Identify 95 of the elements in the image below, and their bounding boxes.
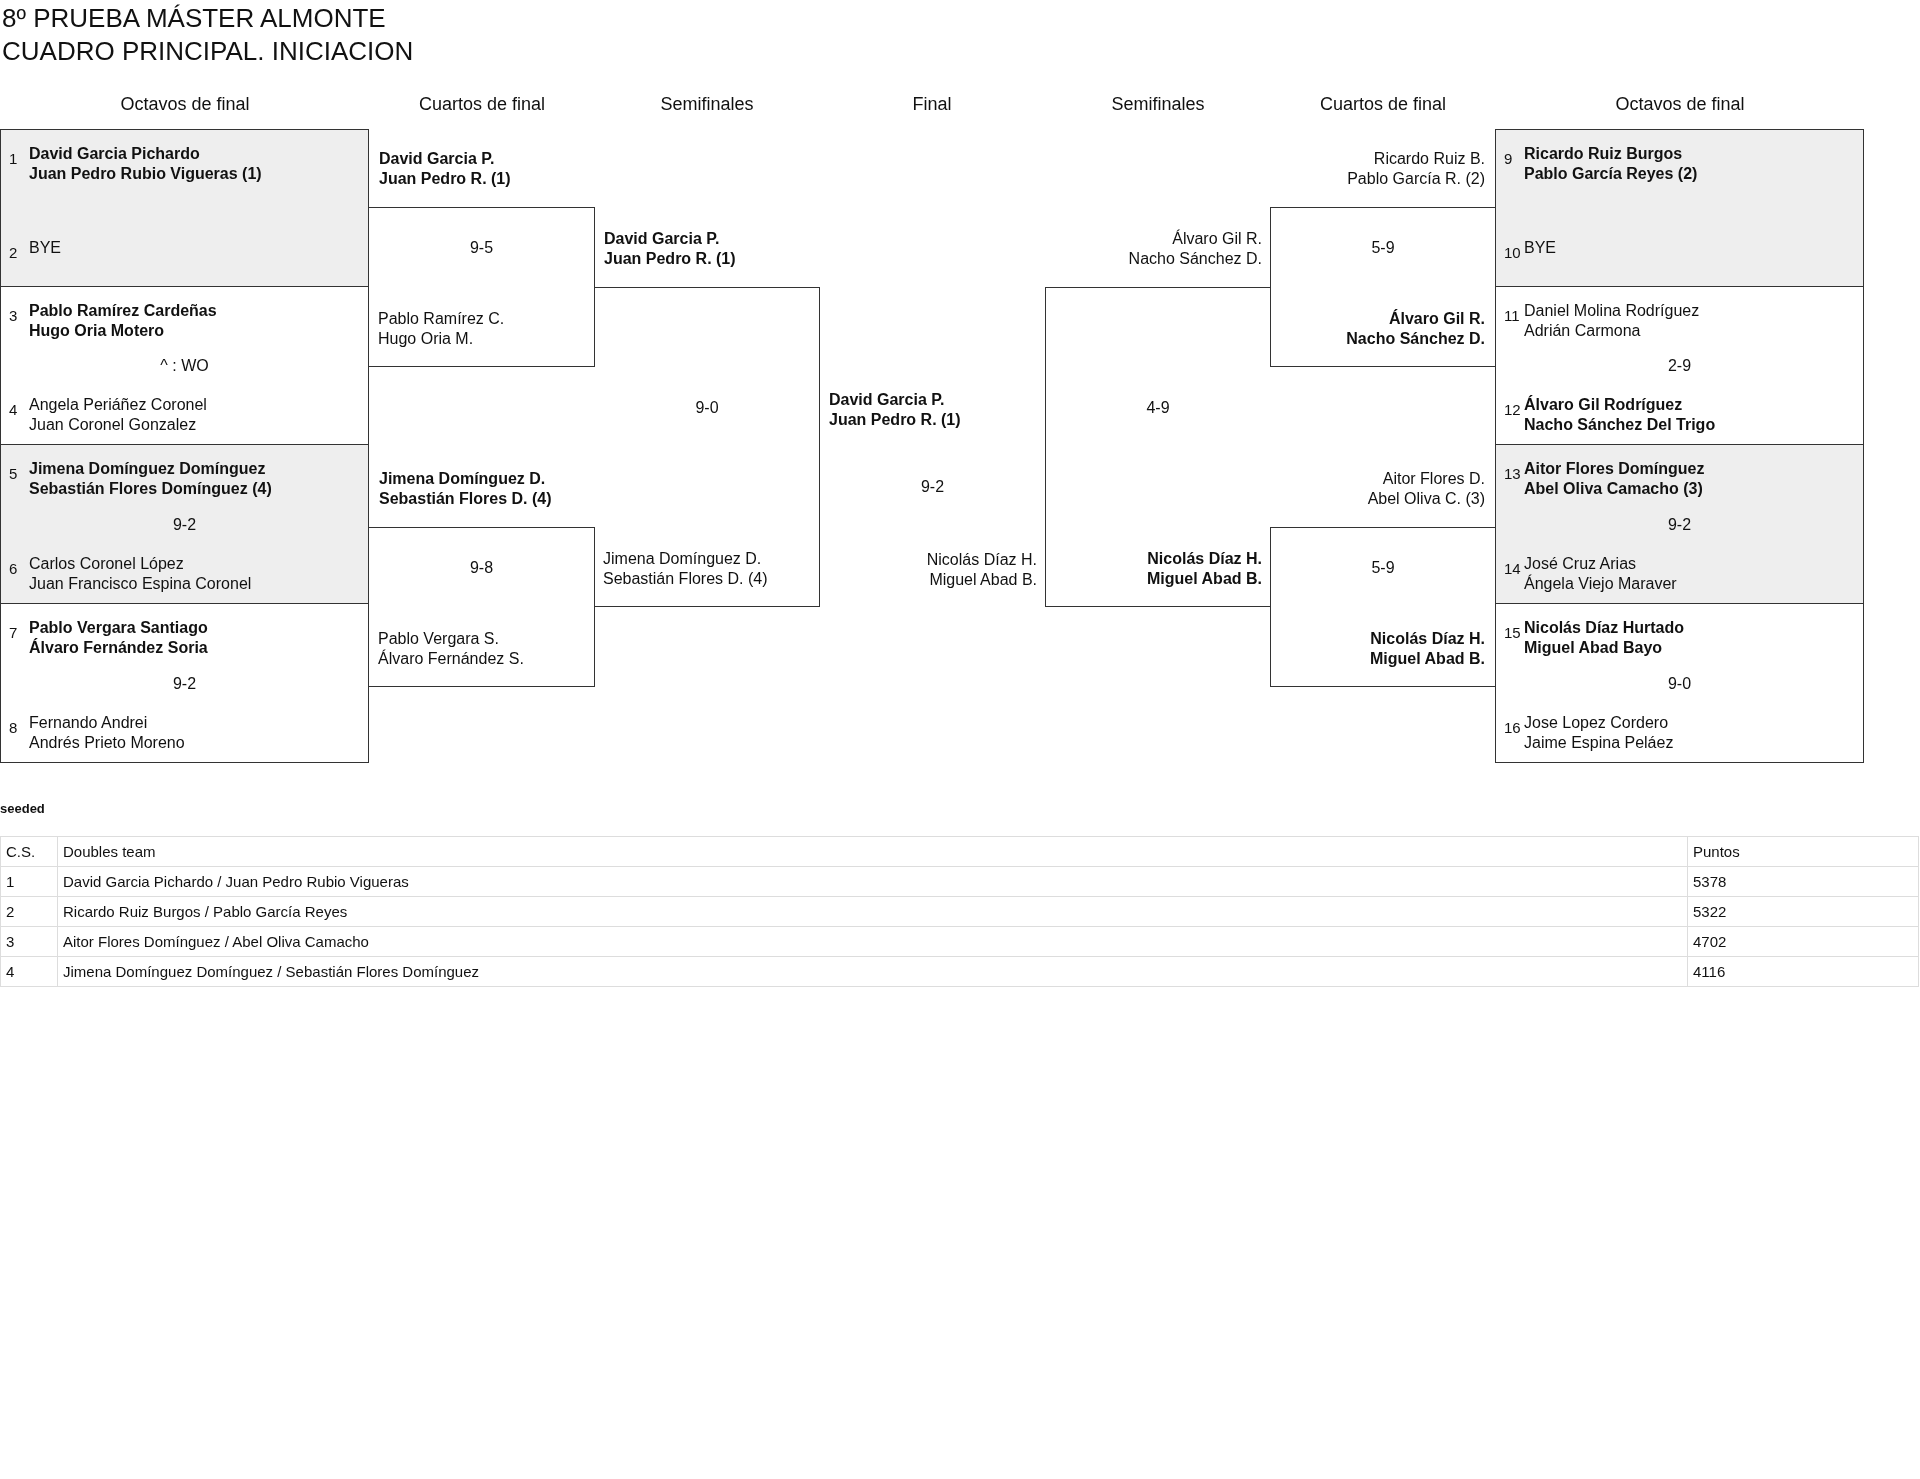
team-entry: Nicolás Díaz Hurtado Miguel Abad Bayo — [1524, 618, 1685, 658]
table-cell: 4116 — [1687, 956, 1919, 987]
team-entry: BYE — [29, 238, 61, 258]
score-text: 5-9 — [1370, 558, 1396, 578]
seed-number: 3 — [9, 307, 18, 324]
score-text: 9-0 — [694, 398, 720, 418]
match-box — [0, 604, 369, 763]
round-header: Semifinales — [1110, 94, 1206, 115]
team-entry: Jimena Domínguez D. Sebastián Flores D. (4) — [603, 549, 818, 589]
team-entry: Pablo Ramírez C. Hugo Oria M. — [378, 309, 593, 349]
seed-number: 8 — [9, 719, 18, 736]
table-header: Doubles team — [57, 836, 1688, 867]
score-text: 9-2 — [171, 673, 198, 694]
round-header: Octavos de final — [119, 94, 251, 115]
score-text: 2-9 — [1666, 356, 1693, 376]
team-entry: Ricardo Ruiz B. Pablo García R. (2) — [1265, 149, 1485, 189]
seed-number: 1 — [9, 150, 18, 167]
score-text: 9-2 — [171, 514, 198, 535]
team-entry: Nicolás Díaz H. Miguel Abad B. — [1040, 549, 1262, 589]
team-entry: Jose Lopez Cordero Jaime Espina Peláez — [1524, 713, 1674, 753]
table-cell: 3 — [0, 926, 58, 957]
seed-number: 10 — [1504, 244, 1521, 261]
round-header: Cuartos de final — [1318, 94, 1448, 115]
table-cell: 2 — [0, 896, 58, 927]
match-box — [0, 287, 369, 445]
team-entry: Álvaro Gil Rodríguez Nacho Sánchez Del Trigo — [1524, 395, 1716, 435]
seed-number: 2 — [9, 244, 18, 261]
table-cell: Jimena Domínguez Domínguez / Sebastián Flores Domínguez — [57, 956, 1688, 987]
team-entry: David Garcia Pichardo Juan Pedro Rubio Vigueras (1) — [29, 144, 262, 184]
team-entry: David Garcia P. Juan Pedro R. (1) — [604, 229, 819, 269]
score-text: 9-2 — [1666, 514, 1693, 535]
score-text: 4-9 — [1145, 398, 1171, 418]
seed-number: 5 — [9, 465, 18, 482]
seed-number: 7 — [9, 624, 18, 641]
table-cell: Ricardo Ruiz Burgos / Pablo García Reyes — [57, 896, 1688, 927]
table-header: Puntos — [1687, 836, 1919, 867]
team-entry: Fernando Andrei Andrés Prieto Moreno — [29, 713, 185, 753]
team-entry: Nicolás Díaz H. Miguel Abad B. — [1265, 629, 1485, 669]
team-entry: Pablo Vergara S. Álvaro Fernández S. — [378, 629, 593, 669]
seed-number: 11 — [1504, 307, 1520, 324]
bracket-box — [1045, 287, 1270, 607]
table-cell: 1 — [0, 866, 58, 897]
score-text: ^ : WO — [159, 356, 210, 376]
table-cell: 4 — [0, 956, 58, 987]
team-entry: Nicolás Díaz H. Miguel Abad B. — [815, 550, 1037, 590]
team-entry: Aitor Flores Domínguez Abel Oliva Camacho (3) — [1524, 459, 1705, 499]
match-box — [1495, 445, 1864, 604]
match-box — [1495, 287, 1864, 445]
team-entry: Angela Periáñez Coronel Juan Coronel Gonzalez — [29, 395, 207, 435]
round-header: Final — [911, 94, 953, 115]
seed-number: 14 — [1504, 560, 1521, 577]
team-entry: Carlos Coronel López Juan Francisco Espina Coronel — [29, 554, 252, 594]
table-cell: 5322 — [1687, 896, 1919, 927]
score-text: 9-2 — [919, 477, 946, 497]
bracket-box — [369, 527, 595, 687]
match-box — [1495, 604, 1864, 763]
round-header: Semifinales — [659, 94, 755, 115]
match-box — [1495, 129, 1864, 287]
seed-number: 16 — [1504, 719, 1521, 736]
seed-number: 15 — [1504, 624, 1521, 641]
score-text: 9-5 — [468, 238, 495, 258]
team-entry: David Garcia P. Juan Pedro R. (1) — [829, 390, 1039, 430]
team-entry: Aitor Flores D. Abel Oliva C. (3) — [1265, 469, 1485, 509]
score-text: 9-0 — [1666, 673, 1693, 694]
team-entry: Jimena Domínguez Domínguez Sebastián Flores Domínguez (4) — [29, 459, 272, 499]
match-box — [0, 129, 369, 287]
score-text: 5-9 — [1370, 238, 1396, 258]
table-cell: Aitor Flores Domínguez / Abel Oliva Camacho — [57, 926, 1688, 957]
seed-number: 9 — [1504, 150, 1513, 167]
seed-number: 4 — [9, 401, 18, 418]
seed-number: 6 — [9, 560, 18, 577]
match-box — [0, 445, 369, 604]
bracket-box — [595, 287, 820, 607]
team-entry: Daniel Molina Rodríguez Adrián Carmona — [1524, 301, 1700, 341]
team-entry: David Garcia P. Juan Pedro R. (1) — [379, 149, 594, 189]
seed-number: 12 — [1504, 401, 1521, 418]
team-entry: José Cruz Arias Ángela Viejo Maraver — [1524, 554, 1677, 594]
table-cell: 5378 — [1687, 866, 1919, 897]
table-caption: seeded — [0, 801, 45, 816]
team-entry: BYE — [1524, 238, 1556, 258]
table-cell: 4702 — [1687, 926, 1919, 957]
team-entry: Álvaro Gil R. Nacho Sánchez D. — [1040, 229, 1262, 269]
team-entry: Pablo Vergara Santiago Álvaro Fernández Soria — [29, 618, 208, 658]
score-text: 9-8 — [468, 558, 495, 578]
table-cell: David Garcia Pichardo / Juan Pedro Rubio Vigueras — [57, 866, 1688, 897]
team-entry: Álvaro Gil R. Nacho Sánchez D. — [1265, 309, 1485, 349]
round-header: Octavos de final — [1614, 94, 1746, 115]
team-entry: Jimena Domínguez D. Sebastián Flores D. (4) — [379, 469, 594, 509]
bracket-box — [369, 207, 595, 367]
team-entry: Ricardo Ruiz Burgos Pablo García Reyes (2) — [1524, 144, 1698, 184]
seed-number: 13 — [1504, 465, 1521, 482]
table-header: C.S. — [0, 836, 58, 867]
team-entry: Pablo Ramírez Cardeñas Hugo Oria Motero — [29, 301, 217, 341]
title: 8º PRUEBA MÁSTER ALMONTE CUADRO PRINCIPAL. INICIACION — [2, 2, 415, 68]
round-header: Cuartos de final — [417, 94, 547, 115]
